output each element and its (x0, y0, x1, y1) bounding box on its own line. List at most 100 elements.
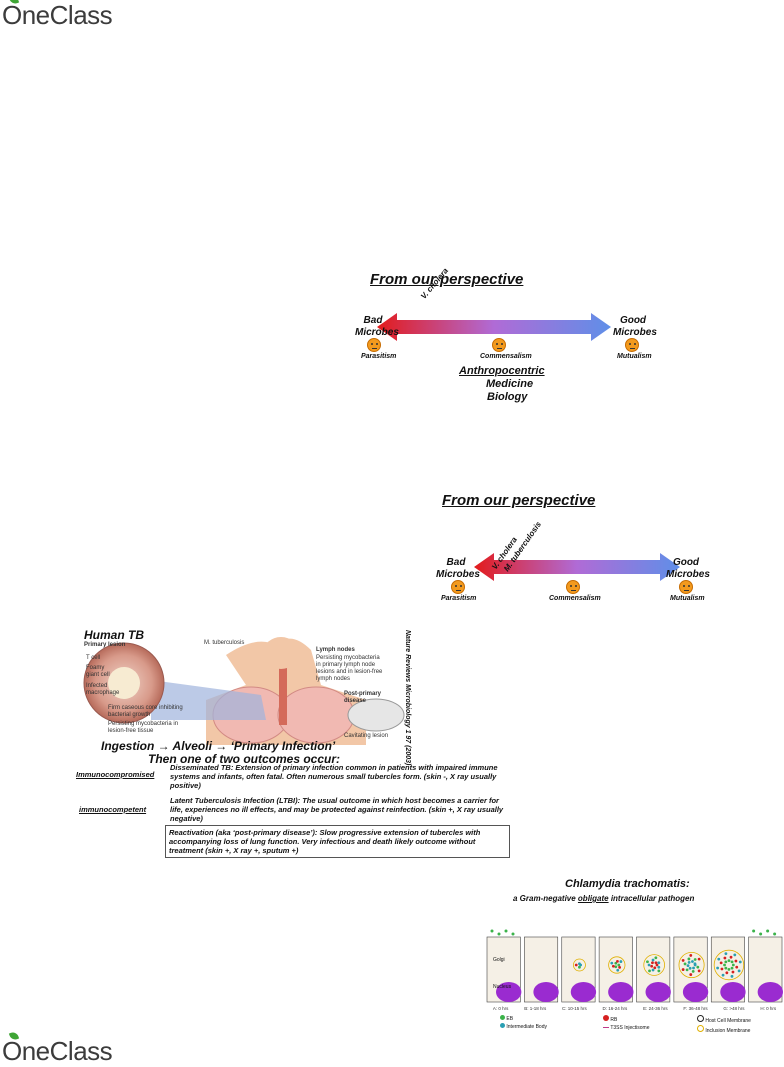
bacterium (738, 960, 742, 964)
bacterium (723, 956, 727, 960)
bacterium (730, 966, 734, 970)
legend-text: Host Cell Membrane (705, 1018, 751, 1024)
bacterium (657, 961, 661, 965)
legend-text: T3SS Injectisome (610, 1025, 650, 1031)
bacterium (719, 961, 723, 965)
bacterium (697, 957, 701, 961)
bacterium (689, 973, 693, 976)
bacterium (692, 966, 695, 970)
stage-label: D: 16-24 hrs (602, 1006, 628, 1011)
injectisome-icon (603, 1027, 609, 1029)
nature-credit: Nature Reviews Microbiology 1 97 (2003) (404, 630, 411, 766)
ib-icon (500, 1023, 505, 1028)
legend-col-2: RB T3SS Injectisome (603, 1015, 650, 1032)
bacterium (687, 960, 691, 964)
parasitism-label: Parasitism (361, 353, 397, 360)
bacterium (727, 968, 731, 971)
bacterium (646, 960, 649, 964)
legend-item: EB (500, 1015, 547, 1023)
commensalism-label: Commensalism (549, 595, 601, 602)
bacterium (655, 963, 659, 967)
bacterium (657, 965, 661, 969)
slide-2-arrow (474, 553, 680, 581)
bacterium (650, 964, 654, 968)
bacterium (687, 957, 691, 961)
inclusion-membrane-icon (697, 1025, 704, 1032)
face-icon (566, 580, 580, 594)
oneclass-logo-bottom: OneClass (2, 1030, 113, 1067)
tb-slide: Human TB Primary lesion T cell Foamy gia… (76, 625, 516, 858)
bacterium (716, 966, 720, 970)
bacterium (731, 970, 735, 974)
slide-1-arrow (377, 313, 611, 341)
disseminated-tb-text: Disseminated TB: Extension of primary in… (170, 763, 498, 790)
oneclass-logo: OneClass (2, 0, 113, 31)
bacterium (616, 968, 620, 972)
parasitism-label: Parasitism (441, 595, 477, 602)
cell-stages-diagram (486, 929, 783, 1003)
slide-1-title: From our perspective (370, 271, 524, 288)
mutualism-label: Mutualism (617, 353, 652, 360)
bacterium (651, 961, 654, 965)
good-microbes-label: Good Microbes (666, 557, 710, 580)
bacterium (735, 965, 739, 969)
stage-labels: A: 0 hrs B: 1-18 hrs C: 10-15 hrs D: 16-… (485, 1006, 784, 1011)
bacterium (696, 965, 700, 969)
medicine-label: Medicine (486, 378, 534, 390)
inclusion (713, 949, 745, 981)
subtitle-post: intracellular pathogen (608, 894, 695, 903)
bacterium (730, 974, 734, 978)
elementary-body (752, 929, 756, 933)
elementary-body (511, 932, 515, 936)
bacterium (723, 963, 726, 967)
infected-macrophage-label: Infected macrophage (86, 683, 120, 696)
nucleus (533, 982, 559, 1002)
legend-item: RB (603, 1015, 650, 1024)
nucleus (570, 982, 597, 1002)
bacterium (617, 963, 621, 967)
bacterium (731, 963, 735, 967)
persisting-mycobacteria-label: Persisting mycobacteria in lesion-free t… (108, 721, 179, 734)
slide-1: From our perspective V. cholera Bad Micr… (355, 265, 657, 415)
bacterium (725, 971, 729, 975)
tb-outcomes-heading: Then one of two outcomes occur: (148, 752, 341, 766)
stage-label: F: 36-48 hrs (683, 1006, 708, 1011)
legend-text: RB (610, 1017, 618, 1023)
latent-tb-text: Latent Tuberculosis Infection (LTBI): Th… (170, 796, 504, 823)
legend-text: Intermediate Body (506, 1024, 547, 1030)
bacterium (686, 964, 690, 967)
bacterium (648, 969, 651, 973)
bacterium (647, 963, 651, 967)
bacterium (729, 955, 733, 959)
bacterium (681, 959, 685, 962)
cavitating-lesion-label: Cavitating lesion (344, 733, 389, 739)
bacterium (611, 964, 615, 968)
bacterium (691, 960, 694, 963)
stage-label: B: 1-18 hrs (524, 1006, 547, 1011)
good-microbes-label: Good Microbes (613, 315, 657, 338)
bacterium (734, 959, 738, 963)
nucleus-label: Nucleus (493, 984, 512, 990)
legend-text: EB (506, 1016, 514, 1022)
t-cell-label: T cell (86, 655, 101, 661)
bacterium (654, 961, 658, 965)
golgi-label: Golgi (493, 957, 505, 963)
bacterium (683, 962, 687, 966)
bacterium (720, 967, 724, 971)
bacterium (721, 973, 725, 977)
tb-illustration (83, 637, 405, 745)
logo-text: OneClass (2, 1036, 113, 1066)
logo-text: OneClass (2, 0, 113, 30)
foamy-giant-cell-label: Foamy giant cell (86, 665, 110, 678)
legend-col-1: EB Intermediate Body (500, 1015, 547, 1031)
bad-microbes-label: Bad Microbes (355, 315, 399, 338)
bacterium (697, 969, 701, 973)
bacterium (651, 968, 655, 972)
inclusion (573, 958, 586, 972)
nucleus (757, 982, 783, 1002)
eb-icon (500, 1015, 505, 1020)
chlamydia-slide: Chlamydia trachomatis: a Gram-negative o… (485, 872, 784, 1042)
immunocompetent-label: immunocompetent (79, 805, 147, 814)
primary-lesion-label: Primary lesion (84, 642, 126, 648)
elementary-body (504, 929, 508, 933)
